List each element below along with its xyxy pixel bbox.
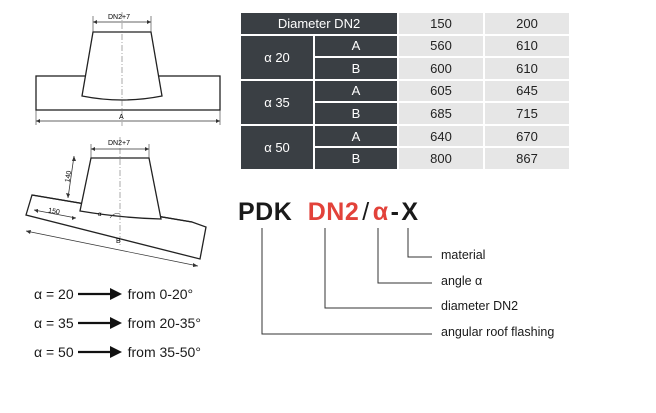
side-height-label: 140: [64, 170, 73, 183]
angle-row: α = 50 from 35-50°: [34, 344, 201, 360]
value-cell: 867: [483, 146, 572, 171]
side-width-label: B: [116, 238, 121, 245]
value-cell: 640: [397, 123, 486, 149]
table-header-row: Diameter DN2 150 200: [238, 11, 572, 36]
code-dash: -: [390, 198, 400, 226]
legend-angle: angle α: [441, 274, 483, 288]
header-col-200: 200: [483, 11, 572, 36]
value-cell: 800: [397, 146, 486, 171]
angle-row: α = 35 from 20-35°: [34, 315, 201, 331]
side-dimension-label: DN2+7: [108, 140, 130, 147]
type-cell: A: [312, 123, 400, 149]
angle-row: α = 20 from 0-20°: [34, 286, 193, 302]
code-dn2: DN2: [307, 198, 360, 226]
legend-diameter: diameter DN2: [441, 299, 519, 313]
type-cell: B: [312, 146, 400, 171]
side-base-label: 150: [48, 207, 61, 216]
angle-label: α = 50: [34, 344, 74, 360]
angle-range: from 20-35°: [127, 315, 201, 331]
value-cell: 645: [483, 78, 572, 104]
product-code: PDK DN2/α-X: [238, 198, 419, 227]
angle-range: from 0-20°: [127, 286, 194, 302]
arrow-right-icon: [77, 317, 122, 329]
legend-material: material: [441, 248, 486, 262]
code-x: X: [401, 198, 419, 226]
type-cell: A: [312, 33, 400, 59]
angle-cell: α 20: [239, 33, 315, 81]
top-dimension-label: DN2+7: [108, 14, 130, 21]
angle-cell: α 50: [239, 123, 315, 172]
code-alpha: α: [372, 198, 389, 226]
flat-roof-drawing: DN2+7 A: [35, 12, 221, 126]
table-row: B 800 867: [240, 146, 572, 171]
table-row: α 35 A 605 645: [239, 78, 572, 126]
code-pdk: PDK: [238, 198, 293, 226]
top-width-label: A: [119, 114, 124, 121]
value-cell: 670: [483, 123, 572, 149]
table-row: B 600 610: [240, 56, 572, 81]
value-cell: 610: [483, 56, 572, 81]
spec-table: Diameter DN2 150 200 α 20 A 560 610 B 60…: [238, 11, 572, 172]
angle-label: α = 35: [34, 315, 74, 331]
legend-flashing: angular roof flashing: [441, 325, 555, 339]
angle-cell: α 35: [239, 78, 315, 126]
header-label: Diameter DN2: [238, 11, 400, 36]
value-cell: 600: [397, 56, 486, 81]
side-angle-symbol: α: [98, 212, 102, 218]
type-cell: B: [312, 101, 400, 126]
value-cell: 605: [397, 78, 486, 104]
angle-label: α = 20: [34, 286, 74, 302]
angle-range: from 35-50°: [127, 344, 201, 360]
code-slash: /: [362, 198, 370, 226]
type-cell: B: [312, 56, 400, 81]
value-cell: 560: [397, 33, 486, 59]
arrow-right-icon: [77, 288, 122, 300]
table-row: α 50 A 640 670: [239, 123, 572, 172]
arrow-right-icon: [77, 346, 122, 358]
sloped-roof-drawing: DN2+7 140 α 150 B: [25, 137, 207, 267]
